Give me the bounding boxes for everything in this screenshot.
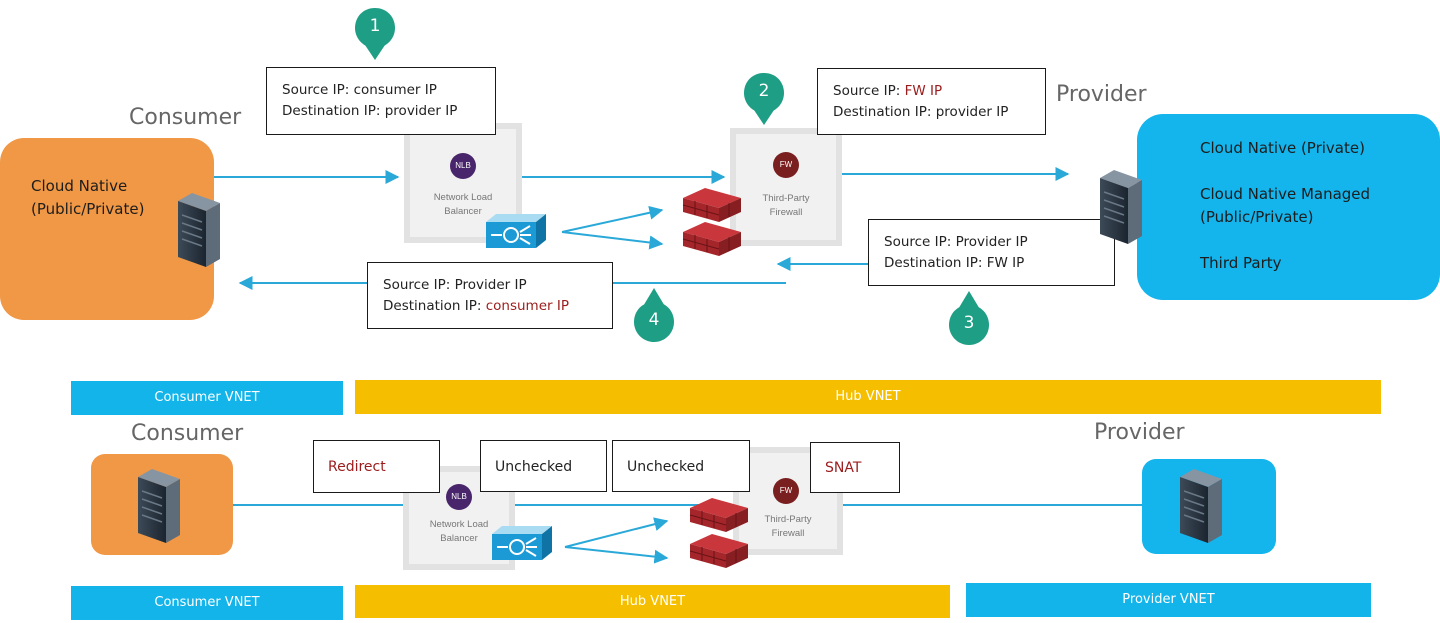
- step-label: 3: [963, 313, 975, 333]
- ip-box-1-dst: Destination IP: provider IP: [282, 101, 495, 122]
- step-label: 4: [648, 310, 660, 330]
- provider-item-4: Third Party: [1200, 254, 1282, 272]
- redirect-label: Redirect: [313, 440, 440, 493]
- fw-label-top: Third-Party Firewall: [736, 192, 836, 220]
- dst-value: provider IP: [935, 104, 1009, 120]
- fw-label-line2: Firewall: [771, 528, 805, 539]
- nlb-label-line2: Balancer: [440, 533, 478, 544]
- provider-box-text: Cloud Native (Private) Cloud Native Mana…: [1200, 137, 1370, 275]
- snat-label: SNAT: [810, 442, 900, 493]
- consumer-heading-bottom: Consumer: [131, 421, 244, 446]
- fw-card-top: FW Third-Party Firewall: [730, 128, 842, 246]
- dst-label: Destination IP:: [884, 255, 987, 271]
- src-value: consumer IP: [353, 82, 437, 98]
- step-marker-1: [355, 8, 395, 60]
- dst-value: FW IP: [986, 255, 1025, 271]
- ip-box-3-dst: Destination IP: FW IP: [884, 253, 1114, 274]
- provider-heading-top: Provider: [1056, 82, 1147, 107]
- nlb-label-top: Network Load Balancer: [410, 191, 516, 219]
- load-balancer-icon: [491, 525, 553, 561]
- step-marker-3: [949, 291, 989, 345]
- step-marker-4: [634, 288, 674, 342]
- firewall-icon: [689, 497, 749, 533]
- src-label: Source IP:: [383, 277, 455, 293]
- provider-item-2: Cloud Native Managed: [1200, 185, 1371, 203]
- arrow-lb-to-fw-bottom-a: [564, 517, 669, 548]
- fw-label-line1: Third-Party: [762, 193, 810, 204]
- consumer-line2: (Public/Private): [31, 200, 145, 218]
- arrow-lb-to-fw-a: [561, 205, 664, 233]
- server-icon: [177, 192, 221, 268]
- nlb-label-line1: Network Load: [429, 519, 489, 530]
- consumer-line1: Cloud Native: [31, 177, 128, 195]
- dst-label: Destination IP:: [383, 298, 486, 314]
- dst-label: Destination IP:: [282, 103, 385, 119]
- firewall-icon: [682, 187, 742, 223]
- consumer-heading-top: Consumer: [129, 105, 242, 130]
- ip-box-3: Source IP: Provider IP Destination IP: F…: [868, 219, 1115, 286]
- nlb-label-bottom: Network Load Balancer: [409, 518, 509, 546]
- src-label: Source IP:: [833, 83, 905, 99]
- nlb-badge-top: NLB: [450, 153, 476, 179]
- consumer-box-text: Cloud Native (Public/Private): [31, 175, 144, 221]
- consumer-vnet-bottom: Consumer VNET: [71, 586, 343, 620]
- firewall-icon: [682, 221, 742, 257]
- arrow-lb-to-fw-bottom-b: [564, 546, 669, 564]
- ip-box-2-src: Source IP: FW IP: [833, 81, 1045, 102]
- dst-label: Destination IP:: [833, 104, 936, 120]
- provider-item-3: (Public/Private): [1200, 208, 1314, 226]
- ip-box-3-src: Source IP: Provider IP: [884, 232, 1114, 253]
- provider-vnet-bottom: Provider VNET: [966, 583, 1371, 617]
- step-label: 1: [369, 16, 381, 36]
- step-marker-2: [744, 73, 784, 125]
- dst-value: provider IP: [384, 103, 458, 119]
- nlb-label-line1: Network Load: [433, 192, 493, 203]
- hub-vnet-bottom: Hub VNET: [355, 585, 950, 618]
- provider-box-top: [1137, 114, 1440, 300]
- dst-value: consumer IP: [485, 298, 569, 314]
- src-label: Source IP:: [282, 82, 354, 98]
- ip-box-2: Source IP: FW IP Destination IP: provide…: [817, 68, 1046, 135]
- server-icon: [1099, 169, 1143, 245]
- ip-box-2-dst: Destination IP: provider IP: [833, 102, 1045, 123]
- provider-item-1: Cloud Native (Private): [1200, 139, 1365, 157]
- ip-box-4-dst: Destination IP: consumer IP: [383, 296, 612, 317]
- fw-label-line2: Firewall: [769, 207, 803, 218]
- ip-box-1: Source IP: consumer IP Destination IP: p…: [266, 67, 496, 135]
- fw-badge-bottom: FW: [773, 478, 799, 504]
- src-label: Source IP:: [884, 234, 956, 250]
- src-value: Provider IP: [454, 277, 527, 293]
- fw-label-bottom: Third-Party Firewall: [739, 513, 837, 541]
- firewall-icon: [689, 533, 749, 569]
- ip-box-1-src: Source IP: consumer IP: [282, 80, 495, 101]
- step-label: 2: [758, 81, 770, 101]
- unchecked-label-1: Unchecked: [480, 440, 607, 492]
- src-value: FW IP: [904, 83, 943, 99]
- fw-label-line1: Third-Party: [764, 514, 812, 525]
- nlb-label-line2: Balancer: [444, 206, 482, 217]
- hub-vnet-top: Hub VNET: [355, 380, 1381, 414]
- arrow-lb-to-fw-b: [561, 231, 664, 250]
- server-icon: [1179, 468, 1223, 544]
- src-value: Provider IP: [955, 234, 1028, 250]
- ip-box-4-src: Source IP: Provider IP: [383, 275, 612, 296]
- ip-box-4: Source IP: Provider IP Destination IP: c…: [367, 262, 613, 329]
- fw-badge-top: FW: [773, 152, 799, 178]
- server-icon: [137, 468, 181, 544]
- nlb-badge-bottom: NLB: [446, 484, 472, 510]
- consumer-vnet-top: Consumer VNET: [71, 381, 343, 415]
- load-balancer-icon: [485, 213, 547, 249]
- provider-heading-bottom: Provider: [1094, 420, 1185, 445]
- unchecked-label-2: Unchecked: [612, 440, 750, 492]
